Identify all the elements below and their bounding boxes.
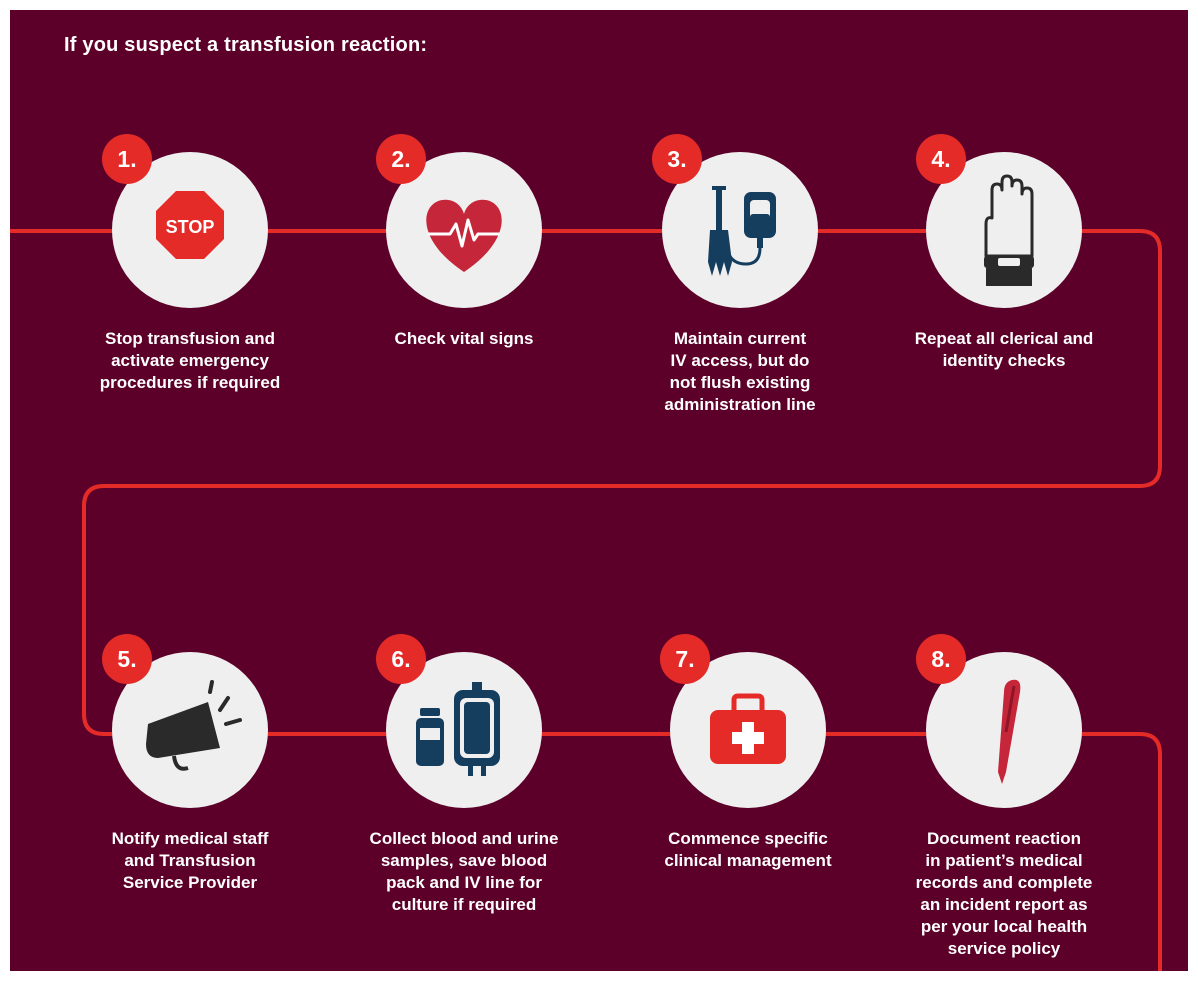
step-number-badge: 2. [376, 134, 426, 184]
heart-pulse-icon [426, 199, 502, 272]
step-4: 4. Repeat all clerical and identity chec… [884, 134, 1124, 482]
step-number-badge: 7. [660, 634, 710, 684]
step-number-badge: 1. [102, 134, 152, 184]
step-2: 2. Check vital signs [344, 134, 584, 482]
megaphone-icon [146, 680, 242, 771]
step-description: Notify medical staff and Transfusion Ser… [111, 829, 269, 892]
step-number-badge: 5. [102, 634, 152, 684]
stop-sign-icon: STOP [156, 191, 224, 259]
step-5: 5. Notify medical staff and Transfusion … [70, 634, 310, 981]
pen-icon [998, 679, 1021, 784]
iv-drip-icon [708, 186, 776, 276]
hand-wristband-icon [984, 174, 1034, 286]
step-8: 8. Document reaction in patient’s medica… [884, 634, 1124, 981]
step-description: Repeat all clerical and identity checks [914, 329, 1094, 370]
step-1: STOP 1. Stop transfusion and activate em… [70, 134, 310, 482]
step-circle [386, 152, 542, 308]
step-description: Maintain current IV access, but do not f… [664, 329, 816, 414]
step-description: Check vital signs [394, 329, 534, 348]
page-title: If you suspect a transfusion reaction: [64, 34, 428, 56]
step-number-badge: 6. [376, 634, 426, 684]
step-description: Document reaction in patient’s medical r… [915, 829, 1093, 958]
step-description: Collect blood and urine samples, save bl… [369, 829, 559, 914]
first-aid-kit-icon [710, 693, 786, 764]
step-number-badge: 3. [652, 134, 702, 184]
step-number-badge: 8. [916, 634, 966, 684]
step-6: 6. Collect blood and urine samples, save… [344, 634, 584, 981]
step-description: Stop transfusion and activate emergency … [99, 329, 281, 392]
step-description: Commence specific clinical management [664, 829, 832, 870]
stop-sign-text: STOP [166, 217, 215, 237]
step-7: 7. Commence specific clinical management [628, 634, 868, 981]
step-3: 3. Maintain current IV access, but do no… [620, 134, 860, 482]
step-number-badge: 4. [916, 134, 966, 184]
sample-bottle-blood-bag-icon [416, 682, 500, 776]
